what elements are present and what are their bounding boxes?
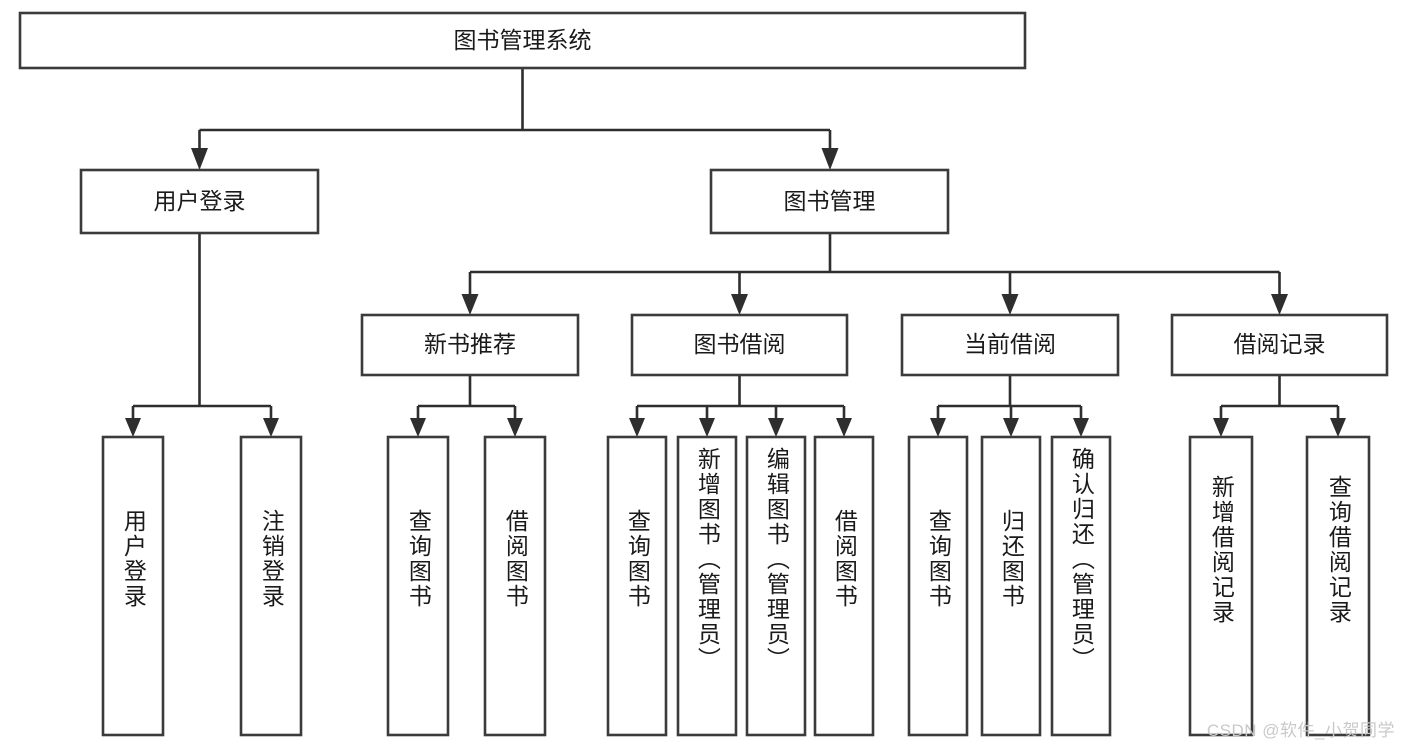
node-root-box[interactable]: [18, 11, 1027, 70]
connector-group-current-borrow: [930, 375, 1089, 437]
leaf-box-user-login[interactable]: [101, 435, 165, 737]
leaf-box-borrow-book-1[interactable]: [483, 435, 547, 737]
arrow-head-leaf-add-record: [1213, 418, 1229, 437]
arrow-head-new-book-recommend: [461, 294, 479, 315]
node-book-borrow-label: 图书借阅: [694, 331, 786, 357]
node-current-borrow-label: 当前借阅: [964, 331, 1056, 357]
arrow-head-leaf-borrow-book-2: [836, 418, 852, 437]
node-borrow-record-label: 借阅记录: [1234, 331, 1326, 357]
node-book-borrow-box[interactable]: [630, 313, 849, 377]
node-user-login-label: 用户登录: [154, 188, 246, 214]
leaf-box-edit-book[interactable]: [745, 435, 807, 737]
node-user-login[interactable]: 用户登录: [79, 168, 320, 235]
arrow-head-book-borrow: [731, 294, 748, 315]
leaf-boxes: [101, 435, 1371, 737]
leaf-box-logout[interactable]: [239, 435, 303, 737]
connector-group-root: [191, 68, 839, 170]
node-borrow-record-box[interactable]: [1170, 313, 1389, 377]
arrow-head-leaf-user-login: [125, 418, 141, 437]
node-borrow-record[interactable]: 借阅记录: [1170, 313, 1389, 377]
arrow-head-leaf-query-record: [1330, 418, 1346, 437]
leaf-box-borrow-book-2[interactable]: [813, 435, 875, 737]
leaf-box-query-book-2[interactable]: [606, 435, 668, 737]
node-user-login-box[interactable]: [79, 168, 320, 235]
arrow-head-leaf-confirm-return: [1073, 418, 1089, 437]
arrow-head-current-borrow: [1001, 294, 1019, 315]
connector-group-book-borrow: [629, 375, 852, 437]
node-new-book-recommend-box[interactable]: [360, 313, 580, 377]
arrow-head-leaf-return-book: [1003, 418, 1019, 437]
node-current-borrow[interactable]: 当前借阅: [900, 313, 1120, 377]
connector-group-new-book-recommend: [410, 375, 523, 437]
connector-group-borrow-record: [1213, 375, 1346, 437]
leaf-box-query-book-3[interactable]: [907, 435, 969, 737]
node-root[interactable]: 图书管理系统: [18, 11, 1027, 70]
leaf-box-return-book[interactable]: [980, 435, 1042, 737]
node-book-manage-box[interactable]: [709, 168, 950, 235]
node-book-borrow[interactable]: 图书借阅: [630, 313, 849, 377]
arrow-head-leaf-query-book-3: [930, 418, 946, 437]
leaf-box-add-book[interactable]: [676, 435, 738, 737]
arrow-head-leaf-logout: [263, 418, 279, 437]
connector-group-book-manage: [461, 233, 1288, 315]
arrow-head-leaf-add-book: [699, 418, 715, 437]
arrow-head-leaf-query-book-2: [629, 418, 645, 437]
arrow-head-leaf-query-book-1: [410, 418, 426, 437]
csdn-watermark: CSDN @软件_小贺同学: [1206, 721, 1395, 740]
leaf-box-add-record[interactable]: [1188, 435, 1254, 737]
arrow-head-book-manage: [821, 148, 839, 170]
leaf-box-confirm-return[interactable]: [1050, 435, 1112, 737]
node-new-book-recommend[interactable]: 新书推荐: [360, 313, 580, 377]
node-root-label: 图书管理系统: [454, 27, 592, 53]
connector-group-user-login: [125, 233, 279, 437]
node-book-manage[interactable]: 图书管理: [709, 168, 950, 235]
leaf-box-query-book-1[interactable]: [386, 435, 450, 737]
arrow-head-user-login: [191, 148, 208, 170]
leaf-box-query-record[interactable]: [1305, 435, 1371, 737]
arrow-head-leaf-edit-book: [768, 418, 784, 437]
node-current-borrow-box[interactable]: [900, 313, 1120, 377]
arrow-head-leaf-borrow-book-1: [507, 418, 523, 437]
node-new-book-recommend-label: 新书推荐: [424, 331, 516, 357]
node-book-manage-label: 图书管理: [784, 188, 876, 214]
arrow-head-borrow-record: [1271, 294, 1288, 315]
